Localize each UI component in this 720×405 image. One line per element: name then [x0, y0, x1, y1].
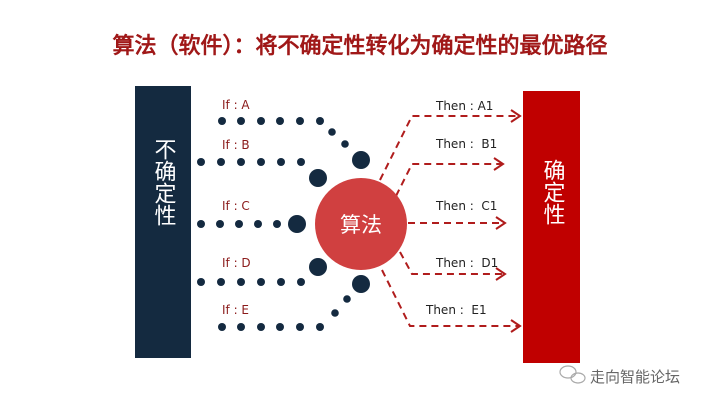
dot-a-2: [257, 117, 265, 125]
dot-e-7: [343, 295, 351, 303]
left-bar-label: 不确定性: [151, 138, 177, 226]
input-label-e: If : E: [222, 303, 249, 317]
dot-a-8: [352, 151, 370, 169]
dot-c-3: [254, 220, 262, 228]
dot-d-4: [277, 278, 285, 286]
dot-a-3: [276, 117, 284, 125]
right-bar-label: 确定性: [540, 159, 566, 225]
right-bar: [523, 91, 580, 363]
dot-e-4: [296, 323, 304, 331]
dot-b-0: [197, 158, 205, 166]
arrow-b1: [395, 163, 502, 197]
title: 算法（软件）：将不确定性转化为确定性的最优路径: [112, 33, 607, 59]
dot-b-5: [297, 158, 305, 166]
arrow-d1: [399, 251, 504, 275]
arrowhead-e1: [510, 319, 522, 333]
input-label-d: If : D: [222, 256, 251, 270]
output-label-c1: Then : C1: [435, 199, 497, 213]
dot-a-6: [328, 128, 336, 136]
dot-c-1: [216, 220, 224, 228]
dot-a-5: [316, 117, 324, 125]
dot-b-1: [217, 158, 225, 166]
output-label-a1: Then : A1: [435, 99, 493, 113]
left-bar: [135, 86, 191, 358]
arrow-e1: [381, 269, 519, 327]
dot-d-1: [217, 278, 225, 286]
wechat-icon: [559, 365, 586, 384]
dot-e-5: [316, 323, 324, 331]
dot-c-2: [235, 220, 243, 228]
dot-d-5: [297, 278, 305, 286]
dot-e-0: [218, 323, 226, 331]
watermark-text: 走向智能论坛: [590, 368, 680, 386]
dot-a-4: [296, 117, 304, 125]
dot-a-1: [237, 117, 245, 125]
dot-b-2: [237, 158, 245, 166]
dot-e-3: [276, 323, 284, 331]
input-dots: [197, 117, 370, 331]
output-arrows: [379, 109, 522, 333]
arrowhead-b1: [493, 157, 505, 171]
dot-e-6: [331, 309, 339, 317]
arrowhead-c1: [495, 216, 507, 230]
dot-e-2: [257, 323, 265, 331]
arrowhead-a1: [510, 109, 522, 123]
algorithm-label: 算法: [340, 213, 382, 237]
dot-d-6: [309, 258, 327, 276]
input-label-b: If : B: [222, 138, 250, 152]
dot-c-5: [288, 215, 306, 233]
output-label-b1: Then : B1: [435, 137, 497, 151]
dot-b-4: [277, 158, 285, 166]
dot-b-3: [257, 158, 265, 166]
dot-a-0: [218, 117, 226, 125]
input-label-c: If : C: [222, 199, 250, 213]
output-label-d1: Then : D1: [435, 256, 498, 270]
dot-d-0: [197, 278, 205, 286]
dot-e-8: [352, 275, 370, 293]
dot-a-7: [341, 140, 349, 148]
input-label-a: If : A: [222, 98, 250, 112]
algorithm-circle: [315, 178, 407, 270]
dot-c-0: [197, 220, 205, 228]
dot-d-2: [237, 278, 245, 286]
dot-c-4: [273, 220, 281, 228]
dot-e-1: [237, 323, 245, 331]
output-label-e1: Then : E1: [425, 303, 487, 317]
dot-b-6: [309, 169, 327, 187]
arrowhead-d1: [495, 267, 507, 281]
dot-d-3: [257, 278, 265, 286]
